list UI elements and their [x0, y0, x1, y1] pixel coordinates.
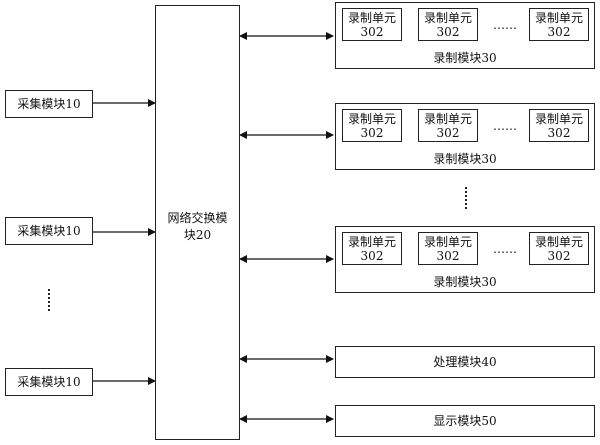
recording-unit-number: 302 [547, 249, 571, 263]
recording-unit-ellipsis: …… [493, 18, 517, 32]
recording-unit-label: 录制单元 [534, 112, 583, 126]
recorder-vertical-ellipsis [464, 187, 468, 211]
recording-unit-ellipsis: …… [493, 242, 517, 256]
switch-label-line1: 网络交换模 [167, 211, 228, 225]
recording-unit-number: 302 [360, 25, 384, 39]
collect-module-label: 采集模块10 [17, 97, 81, 111]
recording-unit-label: 录制单元 [423, 235, 472, 249]
recorder-module-label: 录制模块30 [433, 152, 497, 166]
network-switch-module: 网络交换模 块20 [155, 5, 240, 440]
recording-unit: 录制单元 302 [529, 109, 589, 142]
collect-module-3: 采集模块10 [5, 368, 93, 396]
collect-module-label: 采集模块10 [17, 224, 81, 238]
recording-unit-number: 302 [360, 126, 384, 140]
recording-unit: 录制单元 302 [342, 232, 402, 265]
recorder-module-label: 录制模块30 [433, 51, 497, 65]
recording-unit: 录制单元 302 [418, 232, 478, 265]
recording-unit: 录制单元 302 [342, 8, 402, 41]
collect-vertical-ellipsis [47, 289, 51, 313]
recording-unit: 录制单元 302 [418, 8, 478, 41]
recorder-module-label: 录制模块30 [433, 275, 497, 289]
recorder-module-2: 录制单元 302 录制单元 302 …… 录制单元 302 录制模块30 [335, 103, 595, 170]
switch-label-line2: 块20 [183, 228, 212, 242]
recording-unit-ellipsis: …… [493, 119, 517, 133]
recording-unit: 录制单元 302 [418, 109, 478, 142]
recording-unit-label: 录制单元 [534, 11, 583, 25]
recording-unit: 录制单元 302 [529, 232, 589, 265]
display-module-label: 显示模块50 [433, 414, 497, 428]
recorder-module-3: 录制单元 302 录制单元 302 …… 录制单元 302 录制模块30 [335, 226, 595, 293]
recording-unit-number: 302 [436, 249, 460, 263]
recording-unit-number: 302 [547, 25, 571, 39]
recording-unit-label: 录制单元 [347, 11, 396, 25]
recording-unit-label: 录制单元 [423, 11, 472, 25]
processing-module: 处理模块40 [335, 346, 595, 378]
recording-unit-number: 302 [547, 126, 571, 140]
recording-unit-label: 录制单元 [347, 112, 396, 126]
recorder-module-1: 录制单元 302 录制单元 302 …… 录制单元 302 录制模块30 [335, 2, 595, 69]
processing-module-label: 处理模块40 [433, 355, 497, 369]
recording-unit-label: 录制单元 [423, 112, 472, 126]
recording-unit-label: 录制单元 [347, 235, 396, 249]
recording-unit: 录制单元 302 [529, 8, 589, 41]
display-module: 显示模块50 [335, 405, 595, 437]
recording-unit-label: 录制单元 [534, 235, 583, 249]
recording-unit-number: 302 [436, 25, 460, 39]
recording-unit-number: 302 [436, 126, 460, 140]
collect-module-1: 采集模块10 [5, 90, 93, 118]
collect-module-label: 采集模块10 [17, 375, 81, 389]
recording-unit: 录制单元 302 [342, 109, 402, 142]
collect-module-2: 采集模块10 [5, 217, 93, 245]
recording-unit-number: 302 [360, 249, 384, 263]
